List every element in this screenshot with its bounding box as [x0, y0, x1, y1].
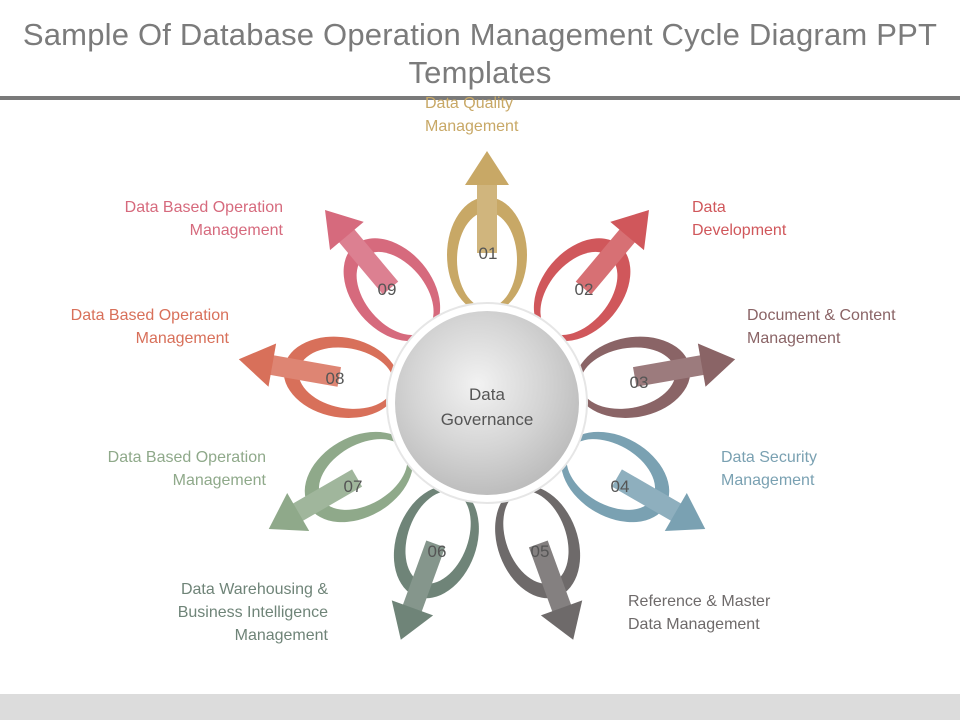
step-label-02: Data Development [692, 196, 786, 242]
step-07-line1: Data Based Operation [107, 449, 266, 466]
step-label-07: Data Based Operation Management [56, 446, 266, 492]
petal-08 [238, 336, 399, 418]
step-01-line2: Management [425, 118, 519, 135]
title-divider [0, 96, 960, 100]
step-label-03: Document & Content Management [747, 304, 896, 350]
petal-arrow-shaft-08 [268, 354, 342, 387]
petal-arrow-head-09 [325, 209, 364, 251]
step-08-line1: Data Based Operation [70, 307, 229, 324]
footer-bar [0, 694, 960, 720]
petal-06 [391, 485, 479, 640]
step-05-line2: Data Management [628, 616, 760, 633]
petal-arrow-head-08 [238, 343, 277, 387]
center-label-line1: Data [469, 385, 505, 404]
step-number-09: 09 [378, 280, 397, 299]
step-04-line2: Management [721, 472, 815, 489]
step-number-04: 04 [611, 477, 630, 496]
petal-arrow-head-06 [391, 600, 434, 640]
petal-inner-08 [298, 347, 394, 409]
step-06-line3: Management [234, 627, 328, 644]
petal-03 [575, 336, 736, 418]
petal-arrow-head-01 [465, 151, 509, 185]
petal-arrow-head-05 [540, 600, 583, 640]
petal-arrow-shaft-06 [402, 540, 446, 614]
step-number-06: 06 [428, 542, 447, 561]
step-07-line2: Management [172, 472, 266, 489]
step-02-line2: Development [692, 222, 787, 239]
petal-arrow-head-02 [610, 209, 649, 251]
step-label-09: Data Based Operation Management [73, 196, 283, 242]
step-08-line2: Management [135, 330, 229, 347]
step-label-06: Data Warehousing & Business Intelligence… [128, 578, 328, 647]
step-number-03: 03 [630, 373, 649, 392]
center-label-line2: Governance [441, 410, 534, 429]
petal-05 [495, 485, 583, 640]
center-circle [395, 311, 579, 495]
petal-07 [268, 431, 413, 532]
step-09-line1: Data Based Operation [124, 199, 283, 216]
step-09-line2: Management [189, 222, 283, 239]
step-number-01: 01 [479, 244, 498, 263]
step-01-line1: Data Quality [425, 95, 514, 112]
step-02-line1: Data [692, 199, 726, 216]
petal-09 [325, 209, 441, 341]
step-number-07: 07 [344, 477, 363, 496]
step-label-05: Reference & Master Data Management [628, 590, 770, 636]
page-title: Sample Of Database Operation Management … [22, 17, 938, 90]
step-number-05: 05 [531, 542, 550, 561]
petal-01 [447, 151, 527, 313]
step-06-line2: Business Intelligence [177, 604, 328, 621]
petal-arrow-shaft-03 [632, 354, 706, 387]
petal-inner-03 [580, 347, 676, 409]
petal-arrow-shaft-09 [337, 228, 399, 295]
petal-arrow-head-03 [697, 343, 736, 387]
petal-arrow-shaft-01 [477, 183, 497, 253]
petal-arrow-shaft-04 [611, 469, 683, 522]
step-label-01: Data Quality Management [425, 92, 518, 138]
step-03-line1: Document & Content [747, 307, 896, 324]
step-number-02: 02 [575, 280, 594, 299]
step-05-line1: Reference & Master [628, 593, 771, 610]
step-number-08: 08 [326, 369, 345, 388]
step-label-08: Data Based Operation Management [19, 304, 229, 350]
step-06-line1: Data Warehousing & [180, 581, 328, 598]
petal-02 [533, 209, 649, 341]
step-03-line2: Management [747, 330, 841, 347]
step-label-04: Data Security Management [721, 446, 817, 492]
petal-inner-01 [457, 212, 517, 308]
step-04-line1: Data Security [721, 449, 818, 466]
petal-arrow-shaft-07 [291, 469, 363, 522]
petal-arrow-shaft-05 [528, 540, 572, 614]
petal-arrow-head-07 [268, 492, 310, 532]
petal-arrow-shaft-02 [575, 228, 637, 295]
petal-arrow-head-04 [664, 492, 706, 532]
petal-04 [561, 431, 706, 532]
